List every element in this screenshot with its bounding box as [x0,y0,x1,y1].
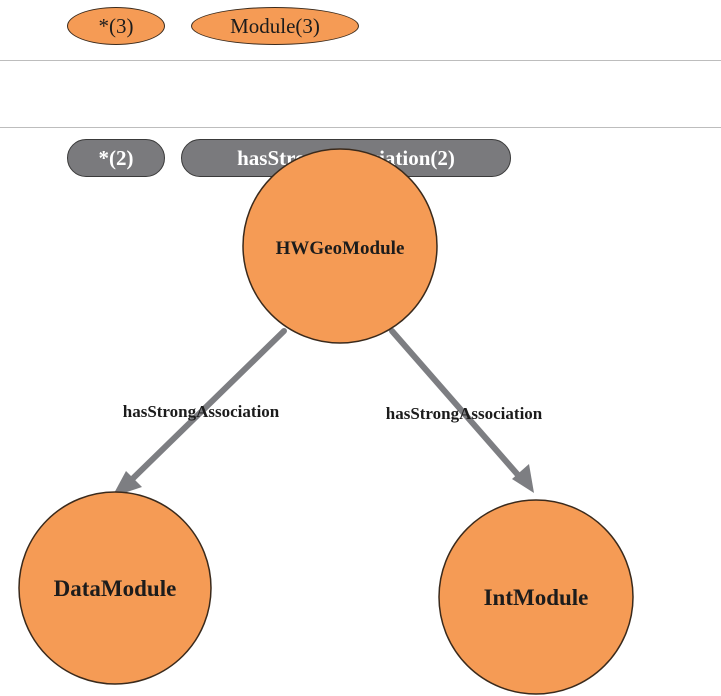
edge-label: hasStrongAssociation [123,402,280,421]
node-type-chip-all[interactable]: *(3) [67,7,165,45]
edge-type-chip-all-label: *(2) [98,145,134,170]
edge-label: hasStrongAssociation [386,404,543,423]
node-label: IntModule [484,585,589,610]
filter-divider [0,60,721,61]
node-type-chip-all-label: *(3) [98,13,134,38]
graph-edge-hw-data[interactable]: hasStrongAssociation [112,328,287,497]
arrowhead-icon [512,464,534,493]
arrowhead-icon [112,471,142,497]
node-label: DataModule [54,576,177,601]
edge-type-chip-all[interactable]: *(2) [67,139,165,177]
node-type-filter-row: *(3) Module(3) [0,0,721,60]
node-label: HWGeoModule [276,238,405,259]
filter-divider [0,127,721,128]
node-type-chip-module-label: Module(3) [230,13,320,38]
graph-edge-hw-int[interactable]: hasStrongAssociation [386,328,543,493]
graph-node-intmodule[interactable]: IntModule [438,499,634,695]
graph-node-datamodule[interactable]: DataModule [18,491,212,685]
node-type-chip-module[interactable]: Module(3) [191,7,359,45]
graph-node-hwgeomodule[interactable]: HWGeoModule [242,148,438,344]
